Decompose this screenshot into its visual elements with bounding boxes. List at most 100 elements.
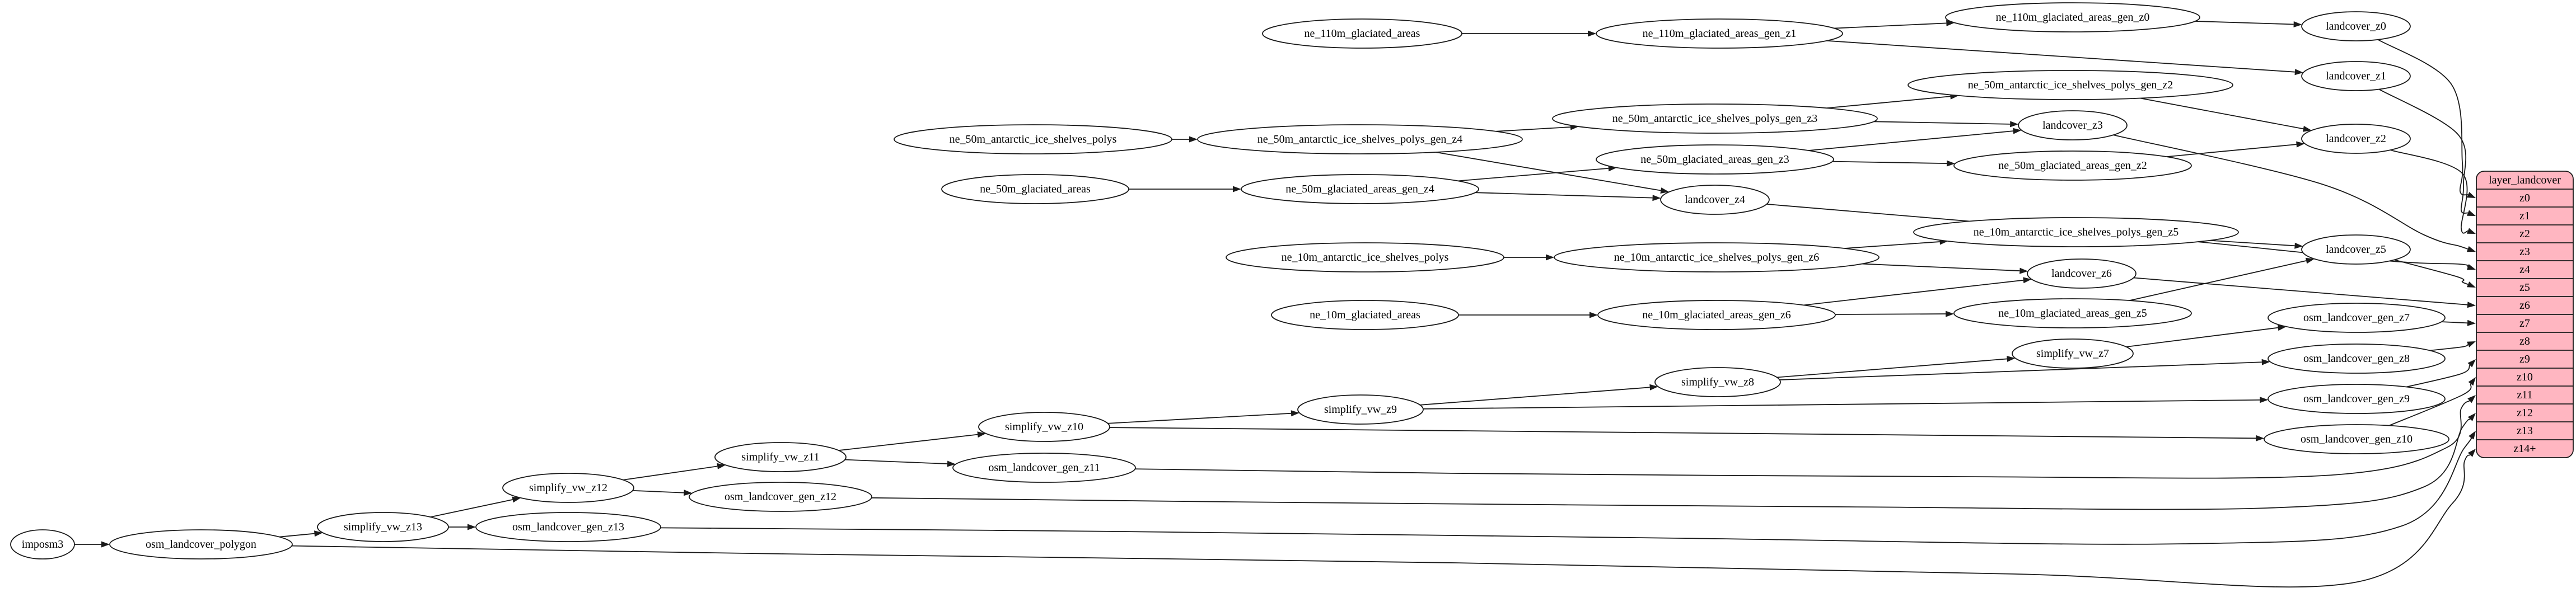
arrowhead-icon	[2023, 277, 2032, 284]
node-label: ne_50m_glaciated_areas	[980, 183, 1091, 195]
arrowhead-icon	[2467, 264, 2476, 270]
arrowhead-icon	[467, 524, 476, 530]
edge-ne_50m_glaciated_areas_gen_z4--ne_50m_glaciated_areas_gen_z3	[1458, 167, 1609, 182]
arrowhead-icon	[2293, 21, 2302, 27]
arrowhead-icon	[2013, 128, 2022, 134]
arrowhead-icon	[2467, 319, 2476, 326]
node-ne_10m_antarctic_ice_shelves_polys_gen_z5: ne_10m_antarctic_ice_shelves_polys_gen_z…	[1913, 217, 2239, 247]
node-ellipse	[1953, 150, 2192, 181]
node-ne_50m_glaciated_areas: ne_50m_glaciated_areas	[941, 174, 1129, 204]
edge-ne_50m_glaciated_areas_gen_z3--ne_50m_glaciated_areas_gen_z2	[1832, 161, 1947, 164]
node-ne_110m_glaciated_areas: ne_110m_glaciated_areas	[1262, 18, 1462, 49]
edge-landcover_z2--layer-row-z2	[2390, 149, 2469, 234]
node-osm_landcover_gen_z7: osm_landcover_gen_z7	[2268, 303, 2446, 333]
edge-ne_50m_glaciated_areas_gen_z3--landcover_z3	[1808, 130, 2013, 151]
node-label: ne_50m_antarctic_ice_shelves_polys_gen_z…	[1968, 79, 2173, 91]
edge-osm_landcover_gen_z13--layer-row-z13	[660, 437, 2472, 545]
node-ellipse	[1953, 298, 2192, 328]
arrowhead-icon	[2007, 356, 2016, 362]
node-simplify_vw_z11: simplify_vw_z11	[714, 442, 847, 472]
node-label: osm_landcover_gen_z8	[2303, 352, 2410, 365]
edge-osm_landcover_gen_z12--layer-row-z12	[871, 418, 2471, 510]
arrowhead-icon	[2294, 242, 2303, 249]
edge-ne_50m_antarctic_ice_shelves_polys_gen_z3--landcover_z3	[1873, 121, 2011, 125]
node-label: simplify_vw_z9	[1324, 403, 1397, 416]
node-label: ne_10m_antarctic_ice_shelves_polys_gen_z…	[1974, 226, 2179, 238]
arrowhead-icon	[1660, 187, 1670, 194]
edge-osm_landcover_gen_z10--layer-row-z10	[2388, 383, 2472, 426]
edge-ne_50m_antarctic_ice_shelves_polys_gen_z4--ne_50m_antarctic_ice_shelves_polys_gen_z3	[1495, 126, 1571, 132]
arrowhead-icon	[684, 490, 693, 496]
node-label: ne_50m_antarctic_ice_shelves_polys_gen_z…	[1257, 133, 1463, 145]
node-ellipse	[2268, 384, 2446, 414]
table-row-z7: z7	[2519, 317, 2530, 330]
node-osm_landcover_gen_z13: osm_landcover_gen_z13	[475, 512, 661, 542]
node-label: ne_10m_glaciated_areas_gen_z6	[1642, 309, 1790, 321]
edge-simplify_vw_z9--simplify_vw_z8	[1420, 387, 1650, 406]
arrowhead-icon	[2467, 246, 2476, 252]
node-ne_10m_antarctic_ice_shelves_polys_gen_z6: ne_10m_antarctic_ice_shelves_polys_gen_z…	[1554, 242, 1880, 272]
arrowhead-icon	[1946, 20, 1955, 26]
edge-ne_110m_glaciated_areas_gen_z0--landcover_z0	[2195, 21, 2294, 25]
node-simplify_vw_z13: simplify_vw_z13	[317, 512, 449, 542]
node-ellipse	[2264, 424, 2449, 454]
node-ellipse	[714, 442, 847, 472]
node-label: ne_10m_glaciated_areas_gen_z5	[1998, 307, 2147, 319]
node-label: simplify_vw_z10	[1005, 421, 1083, 433]
node-label: simplify_vw_z8	[1681, 376, 1754, 388]
edge-ne_10m_antarctic_ice_shelves_polys_gen_z5--landcover_z5	[2209, 239, 2295, 247]
node-ne_50m_antarctic_ice_shelves_polys_gen_z2: ne_50m_antarctic_ice_shelves_polys_gen_z…	[1908, 70, 2233, 100]
arrowhead-icon	[1947, 160, 1956, 167]
node-ellipse	[2301, 234, 2411, 265]
arrowhead-icon	[947, 460, 956, 467]
node-landcover_z1: landcover_z1	[2301, 61, 2411, 91]
node-imposm3: imposm3	[10, 529, 75, 559]
table-row-z8: z8	[2519, 335, 2530, 347]
arrowhead-icon	[2467, 395, 2476, 403]
node-landcover_z4: landcover_z4	[1660, 185, 1770, 215]
node-ellipse	[2268, 344, 2446, 374]
node-label: landcover_z4	[1685, 194, 1745, 206]
node-ellipse	[952, 453, 1136, 483]
arrowhead-icon	[2467, 281, 2476, 288]
arrowhead-icon	[1946, 311, 1955, 317]
node-label: ne_50m_antarctic_ice_shelves_polys	[950, 133, 1117, 145]
node-ellipse	[109, 529, 293, 559]
node-osm_landcover_gen_z12: osm_landcover_gen_z12	[689, 482, 872, 512]
node-label: simplify_vw_z12	[529, 482, 607, 494]
table-row-z5: z5	[2519, 281, 2530, 294]
node-landcover_z2: landcover_z2	[2301, 124, 2411, 154]
table-title: layer_landcover	[2489, 174, 2561, 186]
edge-osm_landcover_polygon--layer-row-z14+	[292, 454, 2471, 588]
edge-osm_landcover_gen_z7--layer-row-z7	[2441, 321, 2468, 324]
node-label: landcover_z5	[2326, 243, 2386, 256]
node-ellipse	[2027, 258, 2136, 289]
node-label: ne_10m_antarctic_ice_shelves_polys_gen_z…	[1614, 251, 1820, 264]
arrowhead-icon	[1588, 30, 1596, 37]
arrowhead-icon	[2467, 192, 2476, 198]
edge-ne_50m_antarctic_ice_shelves_polys_gen_z4--landcover_z4	[1435, 152, 1661, 191]
node-label: simplify_vw_z11	[741, 451, 819, 463]
arrowhead-icon	[2467, 449, 2476, 457]
table-layer-landcover: layer_landcoverz0z1z2z3z4z5z6z7z8z9z10z1…	[2476, 171, 2574, 458]
edge-ne_110m_glaciated_areas_gen_z1--ne_110m_glaciated_areas_gen_z0	[1834, 22, 1947, 29]
node-ne_50m_glaciated_areas_gen_z3: ne_50m_glaciated_areas_gen_z3	[1596, 144, 1834, 175]
edge-ne_50m_glaciated_areas_gen_z4--landcover_z4	[1475, 192, 1653, 199]
node-ne_50m_antarctic_ice_shelves_polys: ne_50m_antarctic_ice_shelves_polys	[894, 124, 1172, 154]
node-ne_50m_antarctic_ice_shelves_polys_gen_z4: ne_50m_antarctic_ice_shelves_polys_gen_z…	[1197, 124, 1523, 154]
node-label: ne_50m_glaciated_areas_gen_z2	[1998, 159, 2147, 172]
node-label: ne_50m_antarctic_ice_shelves_polys_gen_z…	[1612, 112, 1818, 125]
node-label: simplify_vw_z13	[344, 521, 422, 533]
edge-osm_landcover_gen_z11--layer-row-z11	[1135, 400, 2470, 479]
arrowhead-icon	[2467, 413, 2476, 421]
node-osm_landcover_polygon: osm_landcover_polygon	[109, 529, 293, 559]
node-ellipse	[1271, 300, 1459, 330]
node-label: ne_10m_antarctic_ice_shelves_polys	[1282, 251, 1449, 264]
arrowhead-icon	[512, 496, 521, 503]
edge-ne_10m_glaciated_areas_gen_z5--landcover_z5	[2129, 260, 2307, 302]
arrowhead-icon	[2467, 228, 2476, 234]
edge-landcover_z5--layer-row-z5	[2394, 259, 2469, 285]
edge-landcover_z0--layer-row-z0	[2377, 39, 2469, 196]
node-ellipse	[1226, 242, 1504, 272]
